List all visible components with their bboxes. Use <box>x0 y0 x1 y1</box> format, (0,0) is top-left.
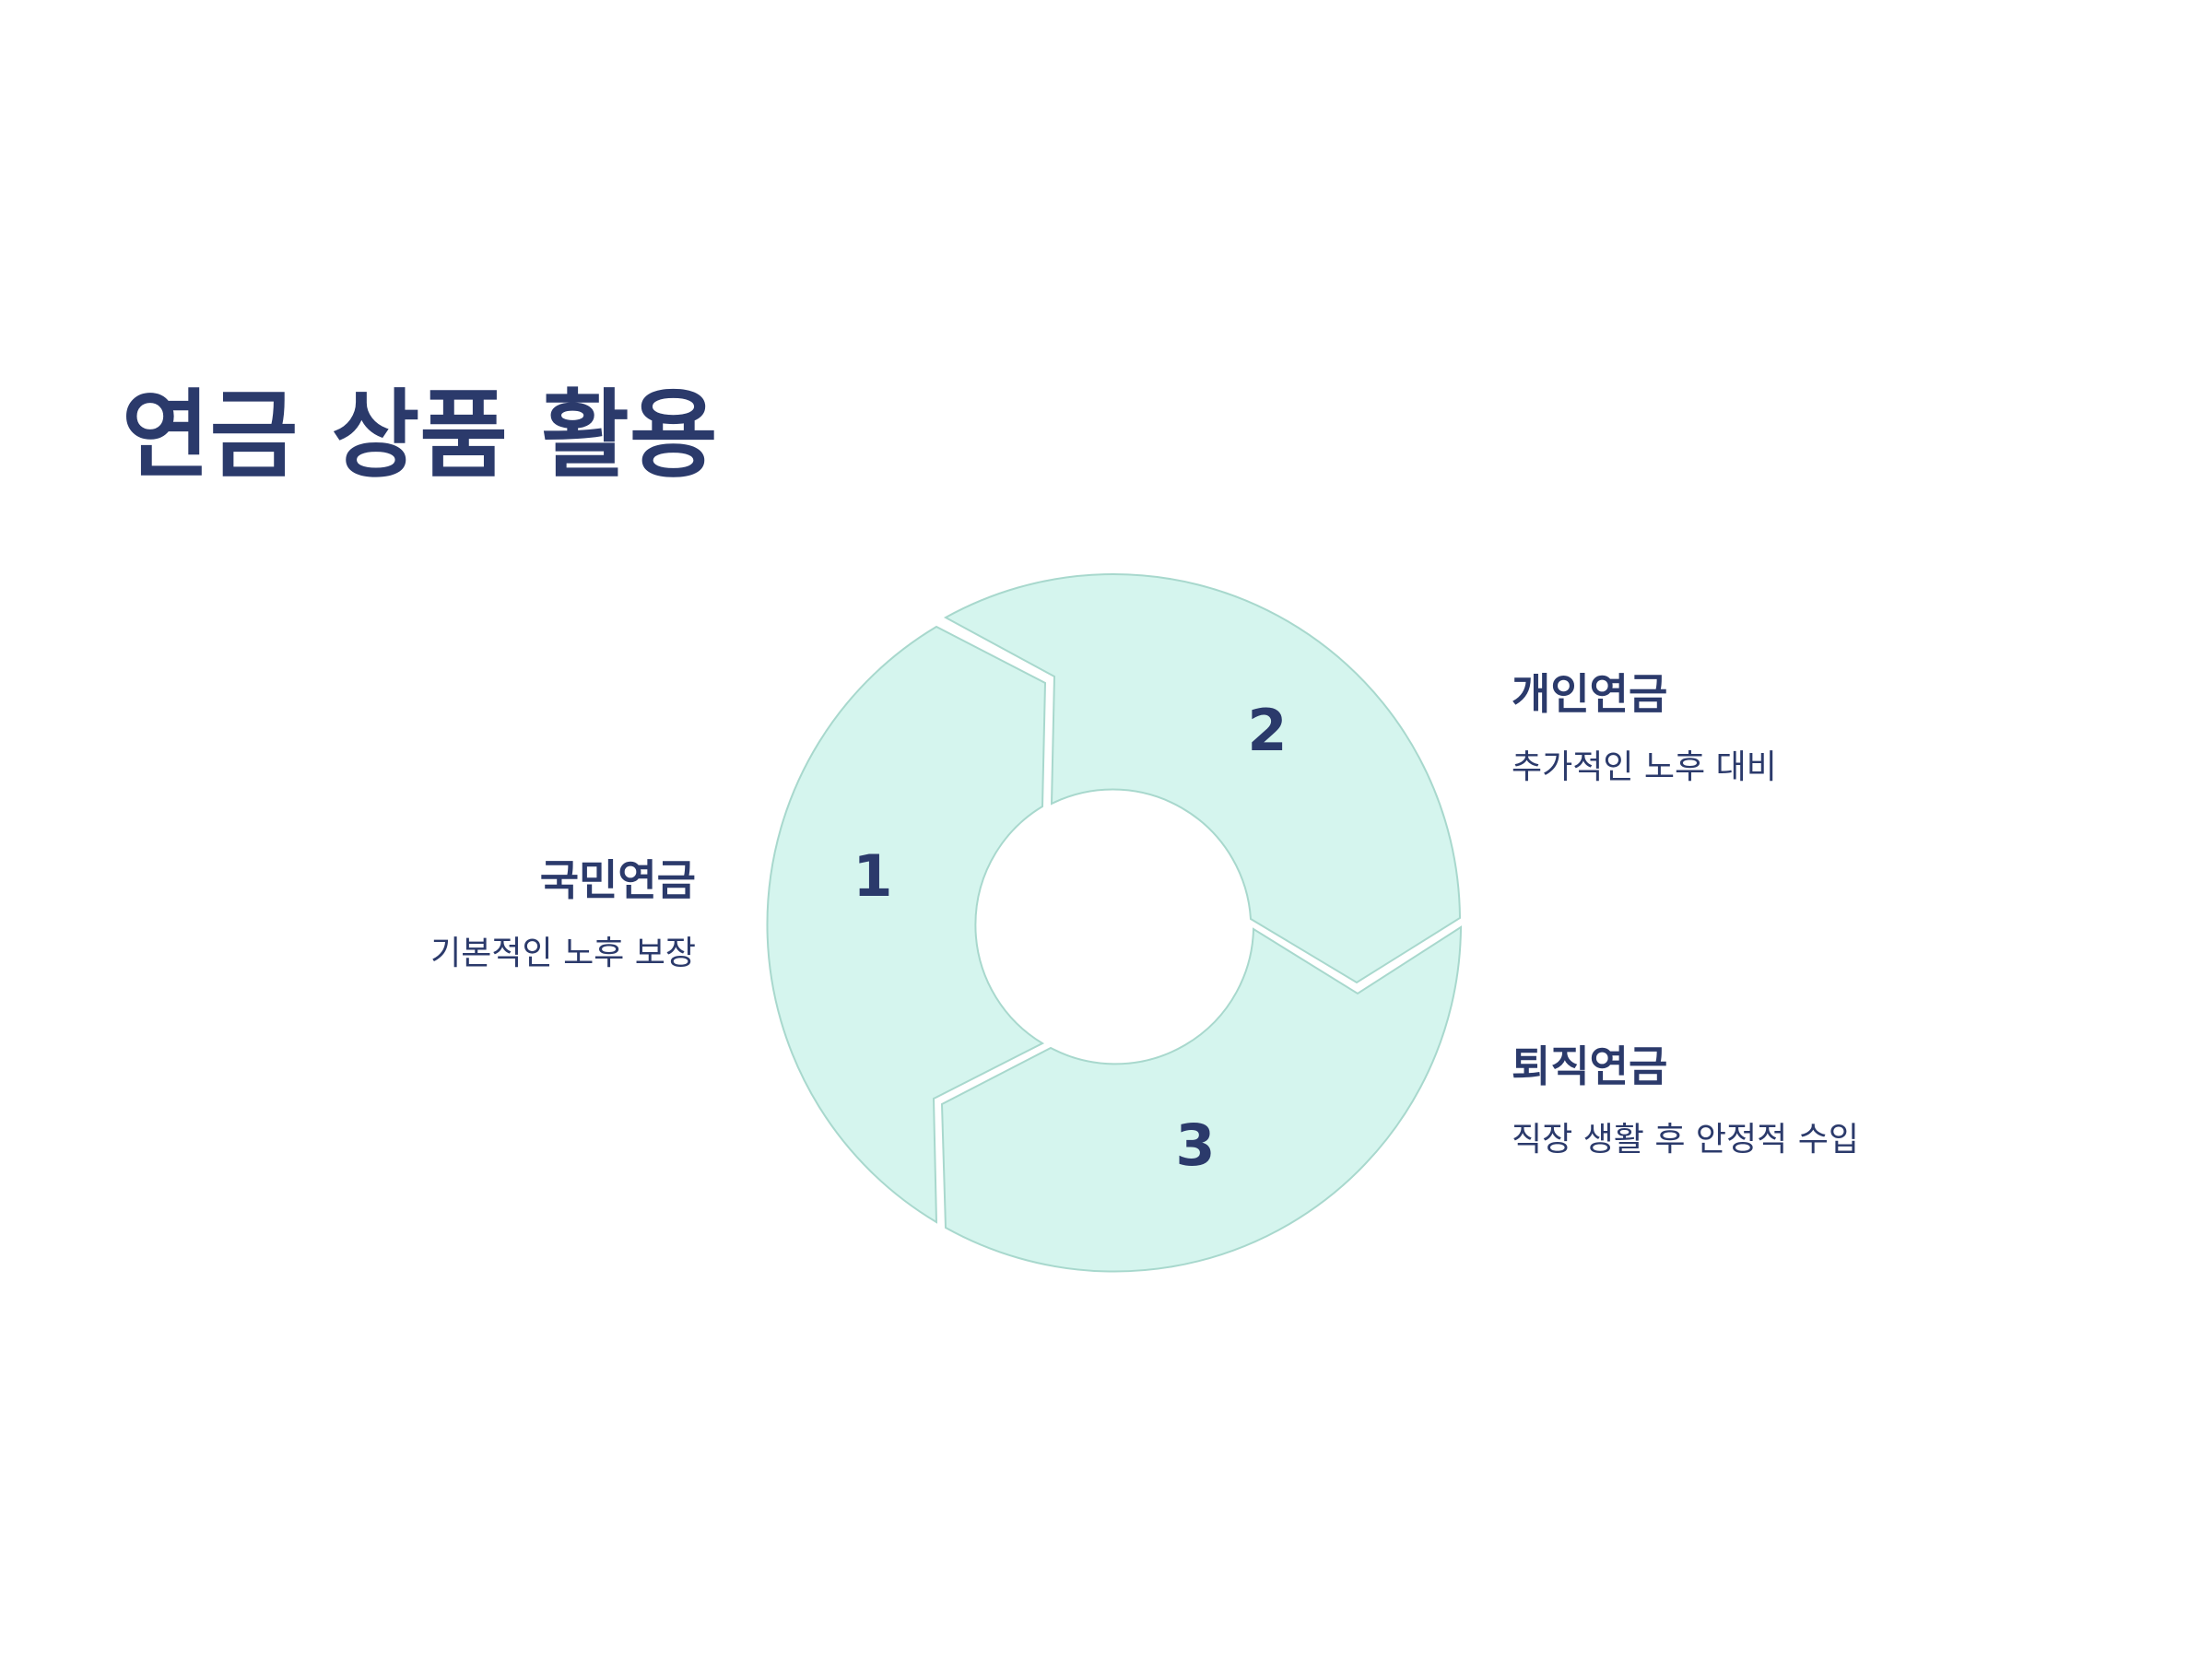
cycle-segment-2 <box>943 573 1462 984</box>
label-national-pension-description: 기본적인 노후 보장 <box>430 935 696 973</box>
label-national-pension-title: 국민연금 <box>539 855 696 905</box>
label-retirement-pension: 퇴직연금 직장 생활 후 안정적 수입 <box>1512 1041 1859 1159</box>
label-national-pension: 국민연금 기본적인 노후 보장 <box>430 855 696 973</box>
label-retirement-pension-description: 직장 생활 후 안정적 수입 <box>1512 1121 1859 1159</box>
cycle-segment-3-number: 3 <box>1175 1112 1215 1179</box>
cycle-segment-1 <box>766 625 1047 1224</box>
cycle-segment-1-number: 1 <box>853 842 892 910</box>
label-personal-pension: 개인연금 추가적인 노후 대비 <box>1512 669 1777 787</box>
label-personal-pension-description: 추가적인 노후 대비 <box>1512 748 1777 787</box>
label-retirement-pension-title: 퇴직연금 <box>1512 1041 1668 1091</box>
label-personal-pension-title: 개인연금 <box>1512 669 1668 719</box>
page-title: 연금 상품 활용 <box>122 379 718 491</box>
cycle-segment-3 <box>940 925 1463 1273</box>
cycle-segment-2-number: 2 <box>1247 697 1287 764</box>
